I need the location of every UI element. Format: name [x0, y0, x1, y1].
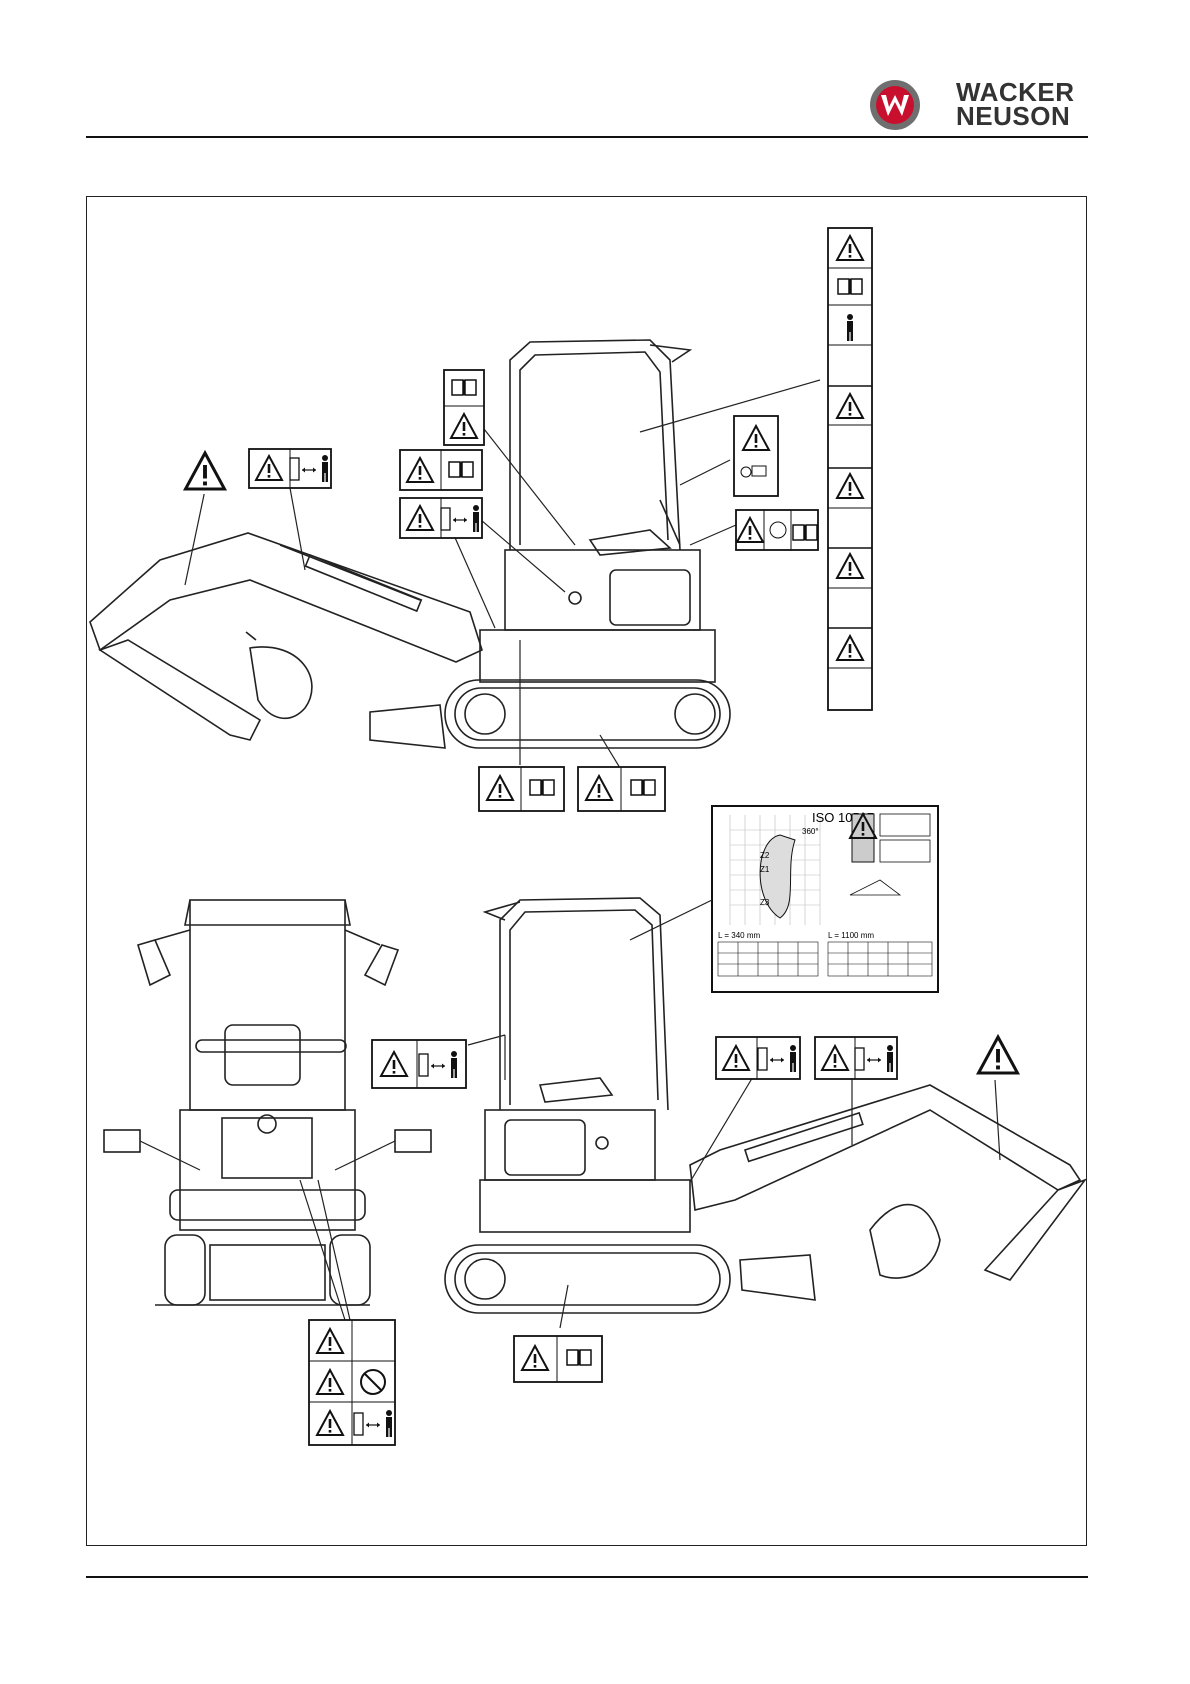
read-manual-warning-decal: [400, 450, 482, 490]
left-length-label: L = 340 mm: [718, 931, 761, 940]
track-warning-decal-bottom: [514, 1336, 602, 1382]
zone-label: Z3: [760, 898, 770, 907]
zone-label: Z1: [760, 865, 770, 874]
footer-rule: [86, 1576, 1088, 1578]
rotation-hazard-decal: [734, 416, 778, 496]
keep-distance-decal-top: [400, 498, 482, 538]
zone-label: Z2: [760, 851, 770, 860]
warning-decal-top-left: [177, 446, 233, 494]
vertical-warning-decal-strip: [828, 228, 872, 710]
cab-keep-distance-decal: [372, 1040, 466, 1088]
iso-load-chart-decal: Z1 Z2 Z3 ISO 10567 360° L = 340 mm L = 1…: [712, 806, 938, 992]
warning-manual-decal-right: [736, 510, 818, 550]
crush-hazard-distance-decal: [249, 449, 331, 488]
rotation-label: 360°: [802, 827, 819, 836]
rear-right-blank-decal: [395, 1130, 431, 1152]
right-length-label: L = 1100 mm: [828, 931, 874, 940]
rear-left-blank-decal: [104, 1130, 140, 1152]
boom-keep-distance-decal-left: [716, 1037, 800, 1079]
rear-warning-decal-block: [309, 1320, 395, 1445]
boom-keep-distance-decal-right: [815, 1037, 897, 1079]
warning-decal-bottom-right: [970, 1030, 1026, 1078]
manual-decal-top: [444, 370, 484, 445]
track-warning-decal-right: [578, 767, 665, 811]
track-warning-decal-left: [479, 767, 564, 811]
